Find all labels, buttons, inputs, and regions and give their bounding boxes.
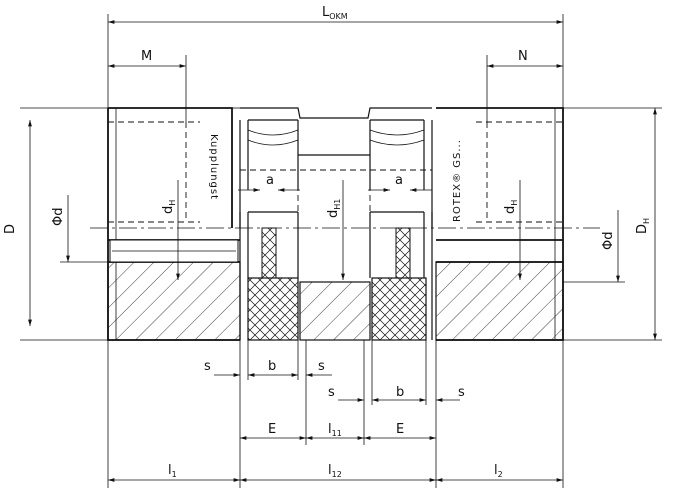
dim-d-h: DH (635, 218, 651, 234)
dim-l1: l1 (168, 463, 177, 479)
dim-b-1: b (268, 359, 276, 374)
right-jaw-lower (369, 211, 433, 340)
left-spider-section (247, 277, 299, 341)
dim-d: D (3, 224, 18, 234)
middle-top-outline (240, 107, 432, 119)
dimension-lines (20, 14, 662, 488)
right-hub-section (435, 261, 564, 341)
dim-l12: l12 (328, 463, 342, 479)
dim-s-3: s (328, 385, 335, 400)
coupling-body (107, 107, 564, 341)
right-spider-top (369, 129, 425, 146)
dim-a-left: a (266, 173, 274, 188)
dim-a-right: a (395, 173, 403, 188)
dim-l-okm: LOKM (322, 5, 348, 21)
left-hub-label: Kupplungst (208, 134, 219, 200)
right-spider-section (371, 277, 427, 341)
left-jaw-lower (239, 211, 299, 340)
dim-m: M (141, 49, 152, 64)
dim-phi-d-left: Φd (51, 208, 66, 226)
dim-s-4: s (458, 385, 465, 400)
dim-phi-d-right: Φd (601, 232, 616, 250)
dim-b-2: b (396, 385, 404, 400)
dim-s-2: s (318, 359, 325, 374)
hidden-lines (90, 121, 600, 229)
left-jaw-upper (239, 119, 299, 228)
dim-s-1: s (204, 359, 211, 374)
dim-e-2: E (396, 422, 404, 437)
middle-section (299, 281, 371, 341)
dim-l11: l11 (328, 422, 342, 438)
right-spider-band (395, 227, 411, 279)
dim-d-h-left: dH (161, 200, 177, 214)
dim-n: N (518, 49, 528, 64)
dim-d-h-right: dH (503, 200, 519, 214)
dim-l2: l2 (494, 463, 503, 479)
dim-d-h1: dH1 (326, 199, 342, 218)
dim-e-1: E (268, 422, 276, 437)
left-spider-top (247, 129, 299, 146)
left-hub-section (107, 261, 241, 341)
left-spider-band (261, 227, 277, 279)
hub-labels: Kupplungst ROTEX® GS... (208, 134, 463, 222)
dimension-labels: LOKM M N D DH Φd Φd dH dH1 dH a a s b s … (3, 5, 651, 479)
right-hub-label: ROTEX® GS... (452, 139, 463, 222)
